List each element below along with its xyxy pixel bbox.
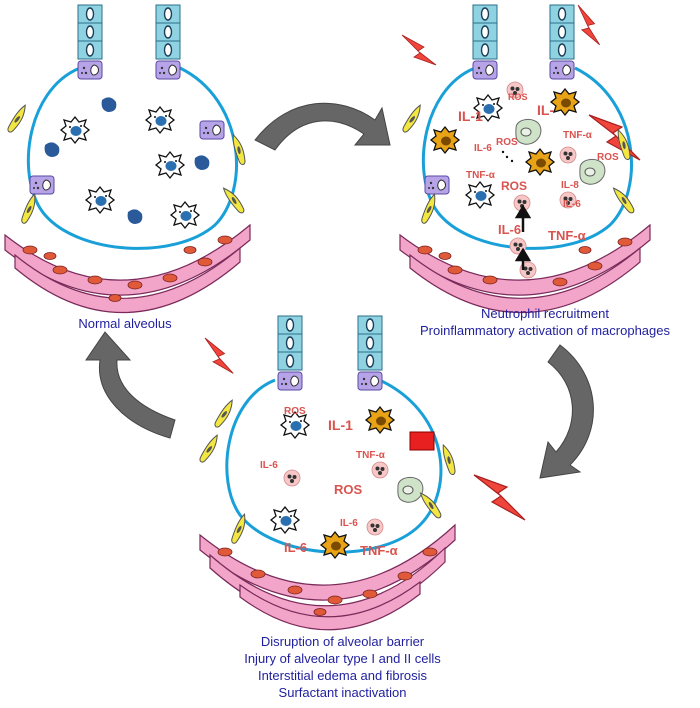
panel-normal-alveolus xyxy=(4,4,251,314)
caption-line: Normal alveolus xyxy=(78,316,172,331)
label-tnf: TNF-α xyxy=(466,170,496,181)
caption-line: Interstitial edema and fibrosis xyxy=(257,668,428,683)
label-il1: IL-1 xyxy=(458,108,483,124)
macrophage xyxy=(155,151,185,179)
fibroblast xyxy=(4,103,32,134)
panel-inflammation: IL-1 ROS IL- IL-6 ROS TNF-α ROS TNF-α RO… xyxy=(399,4,651,314)
caption-line: Injury of alveolar type I and II cells xyxy=(244,651,441,666)
label-ros-big: ROS xyxy=(501,179,527,193)
label-ros: ROS xyxy=(284,406,306,417)
caption-line: Disruption of alveolar barrier xyxy=(260,634,425,649)
epithelium-right xyxy=(357,315,383,391)
label-il6: IL-6 xyxy=(474,143,492,154)
type2-cell xyxy=(29,175,55,195)
injured-type2-cell xyxy=(409,431,435,451)
epithelium-right xyxy=(155,4,181,80)
dots xyxy=(501,150,514,163)
label-ros: ROS xyxy=(597,152,619,163)
fibroblast xyxy=(227,513,252,545)
label-il6: IL-6 xyxy=(563,199,581,210)
neutrophil xyxy=(371,461,389,479)
activated-macrophage xyxy=(365,406,395,434)
label-tnf-big: TNF-α xyxy=(548,228,586,243)
macrophage xyxy=(85,186,115,214)
label-il8: IL-8 xyxy=(561,180,579,191)
alveolar-wall xyxy=(421,66,634,250)
lightning-icon xyxy=(473,474,526,521)
epithelium-left xyxy=(77,4,103,80)
arrow-to-injury xyxy=(539,344,594,479)
neutrophil xyxy=(366,518,384,536)
neutrophil-migration-arrows xyxy=(514,204,532,270)
fibroblast xyxy=(17,193,42,225)
alveolar-wall xyxy=(225,376,443,554)
caption-line: Surfactant inactivation xyxy=(278,685,407,700)
label-il1: IL-1 xyxy=(328,417,353,433)
fibroblast xyxy=(399,103,427,134)
capillary-bed xyxy=(199,523,456,631)
activated-macrophage xyxy=(320,531,350,559)
capillary-bed xyxy=(399,223,651,314)
arrow-to-normal xyxy=(85,331,176,439)
fibroblast xyxy=(196,433,224,464)
caption-normal: Normal alveolus xyxy=(45,315,205,332)
epithelium-left xyxy=(277,315,303,391)
macrophage xyxy=(465,181,495,209)
type2-cell xyxy=(199,120,225,140)
neutrophil xyxy=(559,146,577,164)
label-ros: ROS xyxy=(508,92,528,102)
label-tnf: TNF-α xyxy=(356,450,386,461)
panel-injury: ROS IL-1 TNF-α IL-6 ROS IL-6 IL-6 TNF-α xyxy=(196,315,526,631)
caption-line: Neutrophil recruitment xyxy=(481,306,609,321)
activated-macrophage xyxy=(525,148,555,176)
label-il6: IL-6 xyxy=(260,460,278,471)
macrophage xyxy=(145,106,175,134)
activated-macrophage xyxy=(430,126,460,154)
label-tnf-big: TNF-α xyxy=(360,543,398,558)
foamy-macrophage xyxy=(397,476,424,503)
activated-macrophage xyxy=(550,88,580,116)
label-il6-big: IL-6 xyxy=(498,222,521,237)
foamy-macrophage xyxy=(579,158,606,185)
type2-cell xyxy=(424,175,450,195)
caption-inflammation: Neutrophil recruitment Proinflammatory a… xyxy=(395,305,695,339)
epithelium-left xyxy=(472,4,498,80)
label-ros-center: ROS xyxy=(334,482,363,497)
lightning-icon xyxy=(199,337,239,374)
lightning-icon xyxy=(401,34,437,66)
label-ros: ROS xyxy=(496,137,518,148)
label-il6: IL-6 xyxy=(340,518,358,529)
caption-injury: Disruption of alveolar barrier Injury of… xyxy=(200,633,485,701)
arrow-to-inflammation xyxy=(254,102,391,151)
capillary-bed xyxy=(4,223,251,314)
surfactant-blobs xyxy=(44,97,210,224)
caption-line: Proinflammatory activation of macrophage… xyxy=(419,323,670,338)
neutrophil xyxy=(283,469,301,487)
macrophage xyxy=(60,116,90,144)
label-il1-2: IL- xyxy=(537,102,554,118)
label-il6-big: IL-6 xyxy=(284,540,307,555)
label-tnf: TNF-α xyxy=(563,130,593,141)
fibroblast xyxy=(441,443,457,476)
macrophage xyxy=(270,506,300,534)
fibroblast xyxy=(612,184,636,216)
macrophage xyxy=(170,201,200,229)
epithelium-right xyxy=(549,4,575,80)
foamy-macrophage xyxy=(515,118,542,145)
